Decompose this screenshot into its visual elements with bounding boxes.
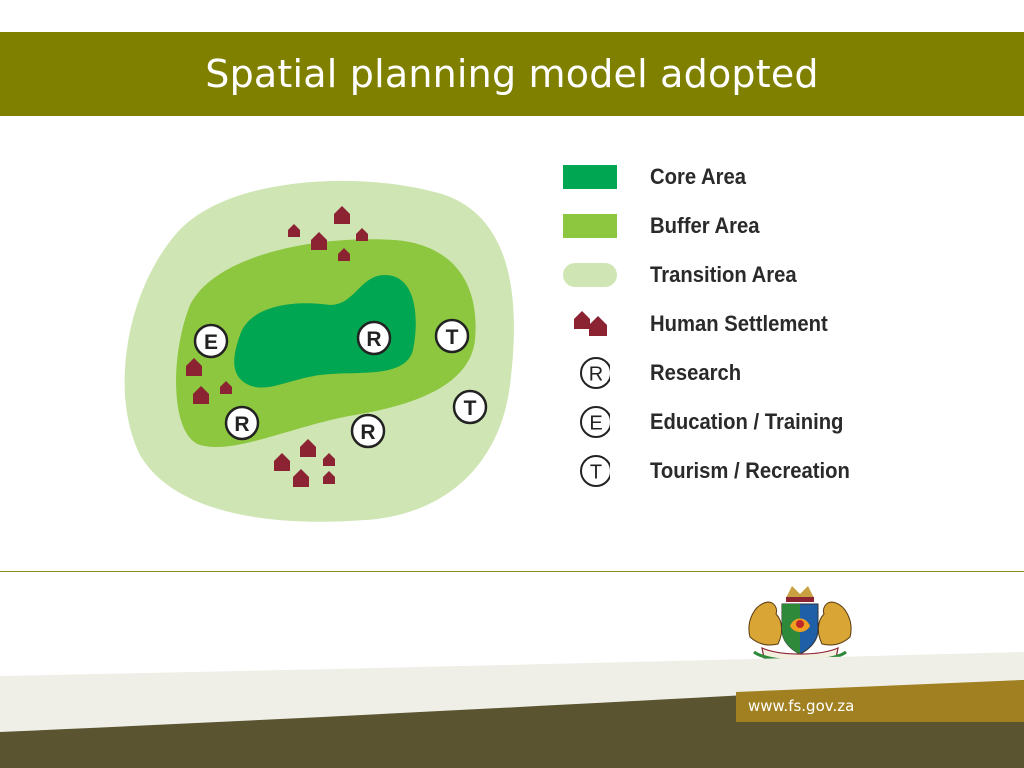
legend-label: Buffer Area — [650, 213, 760, 238]
website-url[interactable]: www.fs.gov.za — [748, 697, 855, 715]
title-bar: Spatial planning model adopted — [0, 32, 1024, 116]
footer-band — [0, 652, 1024, 768]
research-marker-left: R — [224, 405, 260, 441]
core-area — [234, 275, 416, 388]
svg-text:R: R — [589, 364, 603, 386]
legend-item-transition: Transition Area — [560, 258, 797, 292]
legend-item-education: E Education / Training — [560, 405, 843, 439]
legend-item-tourism: T Tourism / Recreation — [560, 454, 850, 488]
core-swatch — [560, 160, 620, 194]
tourism-marker-transition: T — [452, 389, 488, 425]
legend-label: Human Settlement — [650, 311, 828, 336]
legend-item-settlement: Human Settlement — [560, 307, 828, 341]
legend-label: Core Area — [650, 164, 746, 189]
divider-line — [0, 571, 1024, 572]
house-icon — [560, 307, 620, 341]
svg-text:E: E — [204, 331, 218, 354]
legend-item-buffer: Buffer Area — [560, 209, 759, 243]
legend-label: Research — [650, 360, 742, 385]
transition-swatch — [560, 258, 620, 292]
svg-text:R: R — [366, 328, 381, 351]
slide-title: Spatial planning model adopted — [205, 52, 819, 96]
svg-text:R: R — [360, 421, 375, 444]
tourism-marker-buffer: T — [434, 318, 470, 354]
legend-item-core: Core Area — [560, 160, 746, 194]
buffer-swatch — [560, 209, 620, 243]
svg-text:T: T — [446, 326, 459, 349]
svg-text:R: R — [234, 413, 249, 436]
circle-e-icon: E — [560, 405, 620, 439]
legend-item-research: R Research — [560, 356, 741, 390]
circle-t-icon: T — [560, 454, 620, 488]
research-marker-bottom: R — [350, 413, 386, 449]
circle-r-icon: R — [560, 356, 620, 390]
svg-text:T: T — [590, 462, 602, 484]
legend-label: Transition Area — [650, 262, 797, 287]
zoning-diagram: E R T R R T — [124, 180, 514, 522]
research-marker-core: R — [356, 320, 392, 356]
svg-text:E: E — [589, 413, 602, 435]
education-marker: E — [193, 323, 229, 359]
legend-label: Tourism / Recreation — [650, 458, 850, 483]
svg-text:T: T — [464, 397, 477, 420]
legend-label: Education / Training — [650, 409, 844, 434]
